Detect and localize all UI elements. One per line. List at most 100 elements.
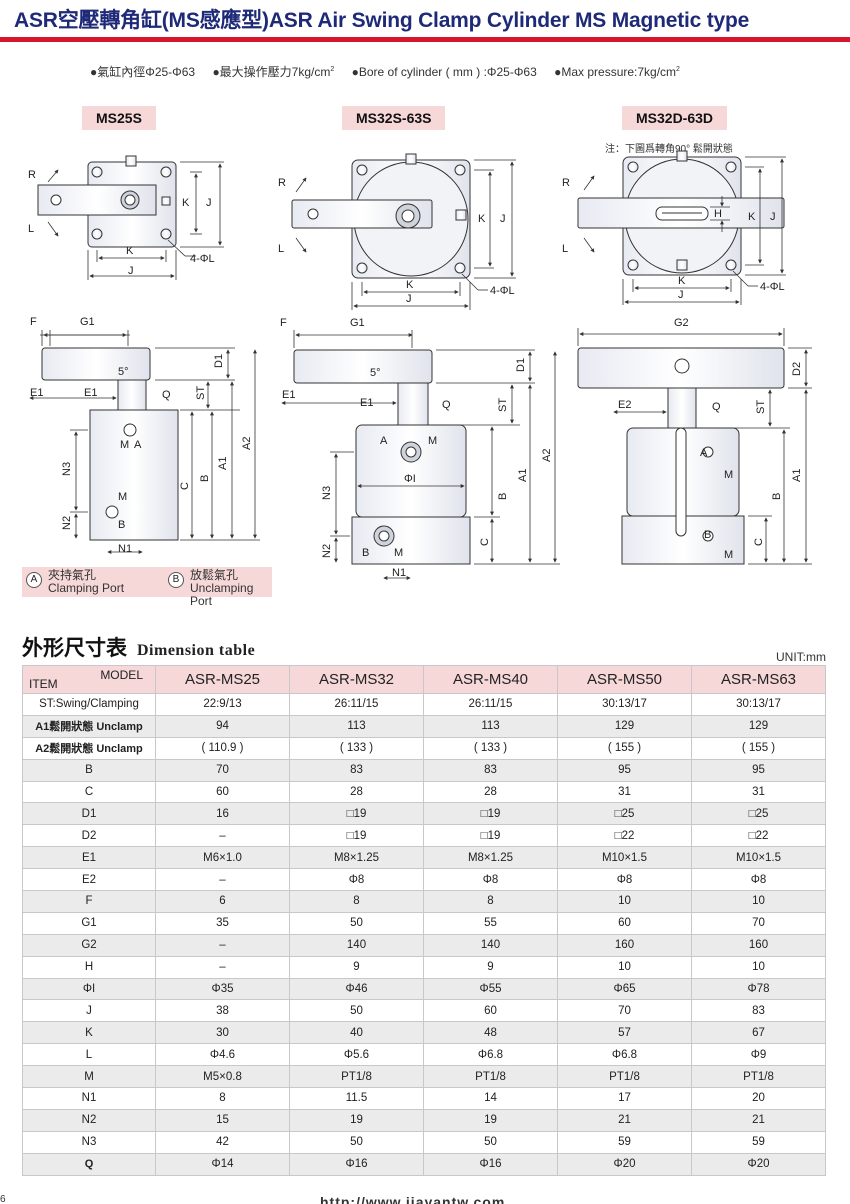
row-item-label: M <box>22 1065 156 1089</box>
table-cell: 160 <box>691 933 826 957</box>
label-q-ms32s: Q <box>442 399 451 411</box>
table-cell: 10 <box>691 955 826 979</box>
table-row: D2–□19□19□22□22 <box>22 824 826 848</box>
table-cell: Φ16 <box>423 1152 558 1176</box>
table-cell: 60 <box>155 780 290 804</box>
label-a1-ms32d: A1 <box>791 469 803 482</box>
table-cell: 140 <box>289 933 424 957</box>
table-cell: 59 <box>691 1130 826 1154</box>
table-cell: 50 <box>289 1130 424 1154</box>
table-cell: 16 <box>155 802 290 826</box>
label-e1a-ms32s: E1 <box>282 389 295 401</box>
label-st-ms32s: ST <box>497 398 509 412</box>
label-n1-ms25: N1 <box>118 543 132 555</box>
label-n2-ms25: N2 <box>61 516 73 530</box>
table-cell: ( 133 ) <box>289 736 424 760</box>
table-cell: 95 <box>557 758 692 782</box>
table-cell: 160 <box>557 933 692 957</box>
table-cell: Φ65 <box>557 977 692 1001</box>
side-view-ms25 <box>41 347 179 541</box>
table-cell: Φ8 <box>557 868 692 892</box>
table-cell: Φ8 <box>289 868 424 892</box>
table-cell: 60 <box>423 999 558 1023</box>
table-cell: 59 <box>557 1130 692 1154</box>
table-cell: Φ6.8 <box>423 1043 558 1067</box>
table-cell: 70 <box>155 758 290 782</box>
table-cell: □22 <box>691 824 826 848</box>
table-cell: □25 <box>557 802 692 826</box>
table-cell: 30 <box>155 1021 290 1045</box>
label-n3-ms25: N3 <box>61 462 73 476</box>
table-cell: 21 <box>557 1108 692 1132</box>
label-k-side-ms32s: K <box>478 213 486 225</box>
table-cell: 30:13/17 <box>691 693 826 716</box>
table-cell: 129 <box>557 714 692 738</box>
label-k-side-ms25: K <box>182 197 190 209</box>
table-cell: 31 <box>691 780 826 804</box>
row-item-label: G2 <box>22 933 156 957</box>
table-cell: 94 <box>155 714 290 738</box>
label-l-ms32d: L <box>562 243 568 255</box>
label-r-ms32d: R <box>562 177 570 189</box>
label-a1-ms32s: A1 <box>517 469 529 482</box>
label-j-side-ms25: J <box>206 197 212 209</box>
spec-pressure-en: ●Max pressure:7kg/cm2 <box>554 65 680 79</box>
label-a-ms25: A <box>134 439 142 451</box>
label-a-ms32s: A <box>380 435 388 447</box>
label-k-ms25: K <box>126 245 134 257</box>
table-cell: □19 <box>289 802 424 826</box>
label-b-port-ms32s: B <box>362 547 369 559</box>
label-j-side-ms32d: J <box>770 211 776 223</box>
table-cell: Φ8 <box>691 868 826 892</box>
row-item-label: ΦI <box>22 977 156 1001</box>
header-bar: ASR空壓轉角缸(MS感應型)ASR Air Swing Clamp Cylin… <box>0 0 850 42</box>
unit-label: UNIT:mm <box>776 650 826 664</box>
row-item-label: B <box>22 758 156 782</box>
table-cell: – <box>155 955 290 979</box>
table-cell: 30:13/17 <box>557 693 692 716</box>
table-cell: 10 <box>557 890 692 913</box>
row-item-label: L <box>22 1043 156 1067</box>
label-hole-ms32d: 4-ΦL <box>760 281 785 293</box>
spec-line: ●氣缸內徑Φ25-Φ63 ●最大操作壓力7kg/cm2 ●Bore of cyl… <box>90 63 694 80</box>
footer-url: http://www.jiayantw.com <box>320 1194 506 1204</box>
table-cell: 10 <box>557 955 692 979</box>
label-j-side-ms32s: J <box>500 213 506 225</box>
row-item-label: Q <box>22 1152 156 1176</box>
table-cell: 9 <box>423 955 558 979</box>
label-r-ms32s: R <box>278 177 286 189</box>
table-cell: 21 <box>691 1108 826 1132</box>
table-cell: 57 <box>557 1021 692 1045</box>
legend-b-symbol: B <box>168 572 184 588</box>
table-cell: □19 <box>423 802 558 826</box>
row-item-label: D1 <box>22 802 156 826</box>
label-c-ms32s: C <box>479 538 491 546</box>
label-st-ms25: ST <box>195 386 207 400</box>
table-cell: M6×1.0 <box>155 846 290 870</box>
label-phii-ms32s: ΦI <box>404 473 416 485</box>
table-cell: Φ78 <box>691 977 826 1001</box>
label-e1b-ms25: E1 <box>84 387 97 399</box>
model-label: MODEL <box>100 668 143 682</box>
label-st-ms32d: ST <box>755 400 767 414</box>
table-cell: Φ46 <box>289 977 424 1001</box>
row-item-label: ST:Swing/Clamping <box>22 693 156 716</box>
table-cell: 40 <box>289 1021 424 1045</box>
table-cell: □22 <box>557 824 692 848</box>
label-l-ms32s: L <box>278 243 284 255</box>
label-a1-ms25: A1 <box>217 457 229 470</box>
